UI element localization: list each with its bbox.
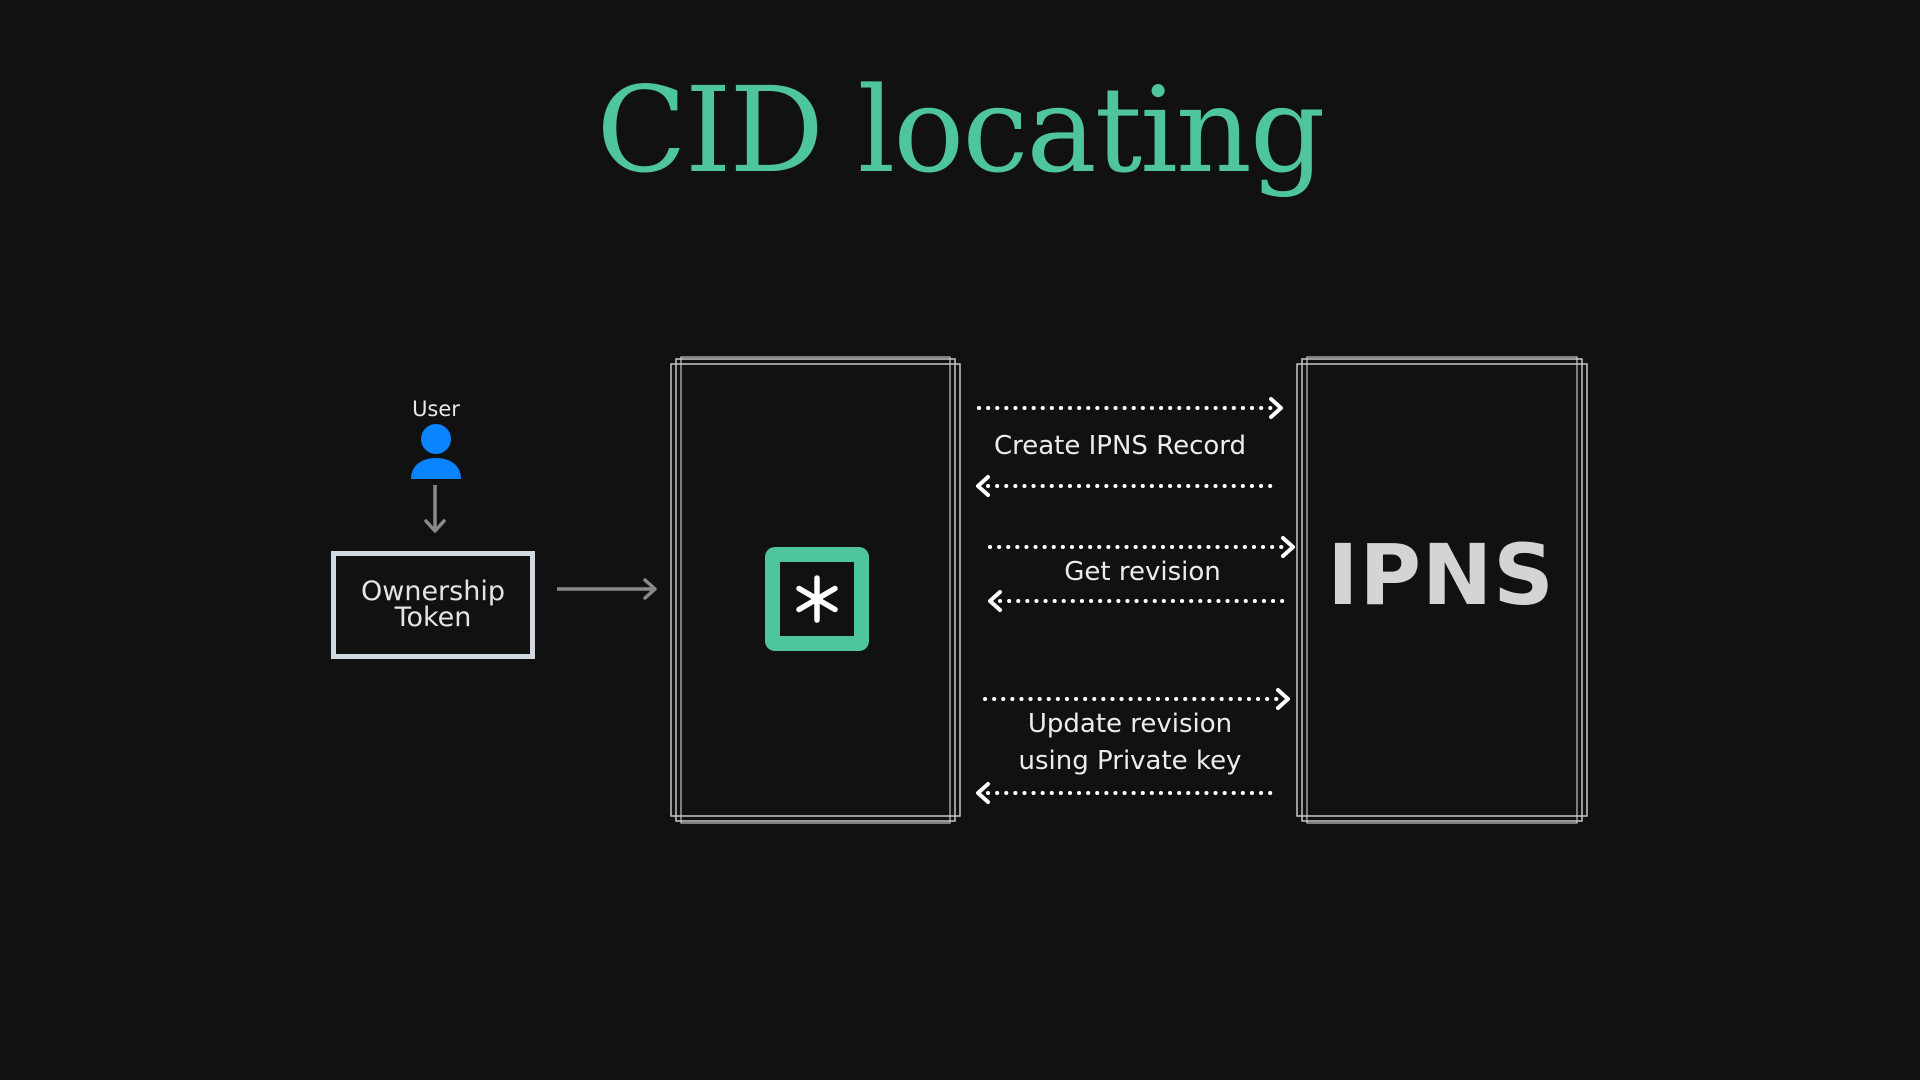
ownership-token-box: Ownership Token: [331, 551, 535, 659]
create-record-label: Create IPNS Record: [993, 431, 1247, 461]
update-revision-label-line1: Update revision: [1027, 709, 1233, 739]
create-response-arrow: [976, 475, 1274, 497]
app-panel: [670, 356, 961, 824]
ipns-panel: [1296, 356, 1588, 824]
get-request-arrow: [988, 536, 1295, 558]
get-revision-label: Get revision: [1064, 557, 1221, 587]
page-title: CID locating: [596, 61, 1326, 199]
user-to-token-arrow: [424, 485, 446, 533]
update-response-arrow: [976, 782, 1274, 804]
create-request-arrow: [977, 397, 1283, 419]
get-response-arrow: [988, 590, 1286, 612]
update-request-arrow: [983, 688, 1290, 710]
ipns-label: IPNS: [1327, 526, 1555, 624]
update-revision-label-line2: using Private key: [1018, 746, 1242, 776]
token-label-line2: Token: [394, 602, 472, 633]
asterisk-logo-icon: [765, 547, 869, 651]
token-to-app-arrow: [557, 578, 657, 600]
token-label-line1: Ownership: [361, 576, 505, 607]
user-icon: [411, 424, 461, 479]
user-label: User: [412, 397, 460, 421]
